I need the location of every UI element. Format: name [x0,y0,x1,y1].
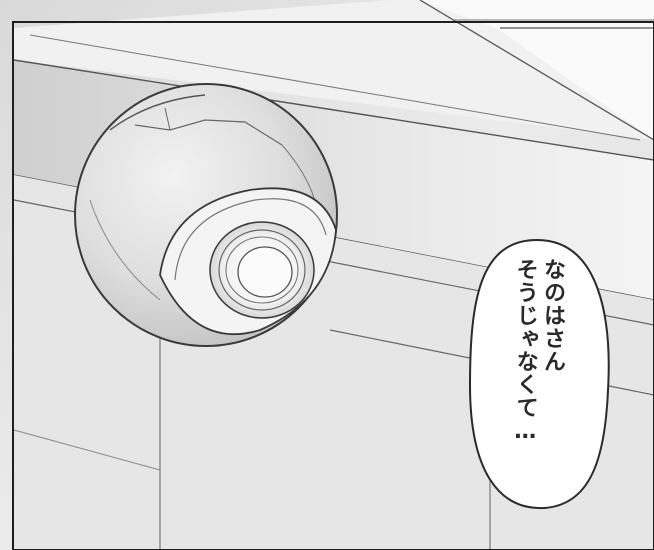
spherical-device [74,83,338,347]
speech-bubble [468,238,610,510]
ceiling-band [14,0,654,140]
speech-text: なのはさん そうじゃなくて… [505,258,565,488]
panel-border [12,21,654,550]
speech-line-1: なのはさん [540,258,565,373]
window-frame [420,0,654,140]
speech-line-2: そうじゃなくて… [512,258,538,445]
